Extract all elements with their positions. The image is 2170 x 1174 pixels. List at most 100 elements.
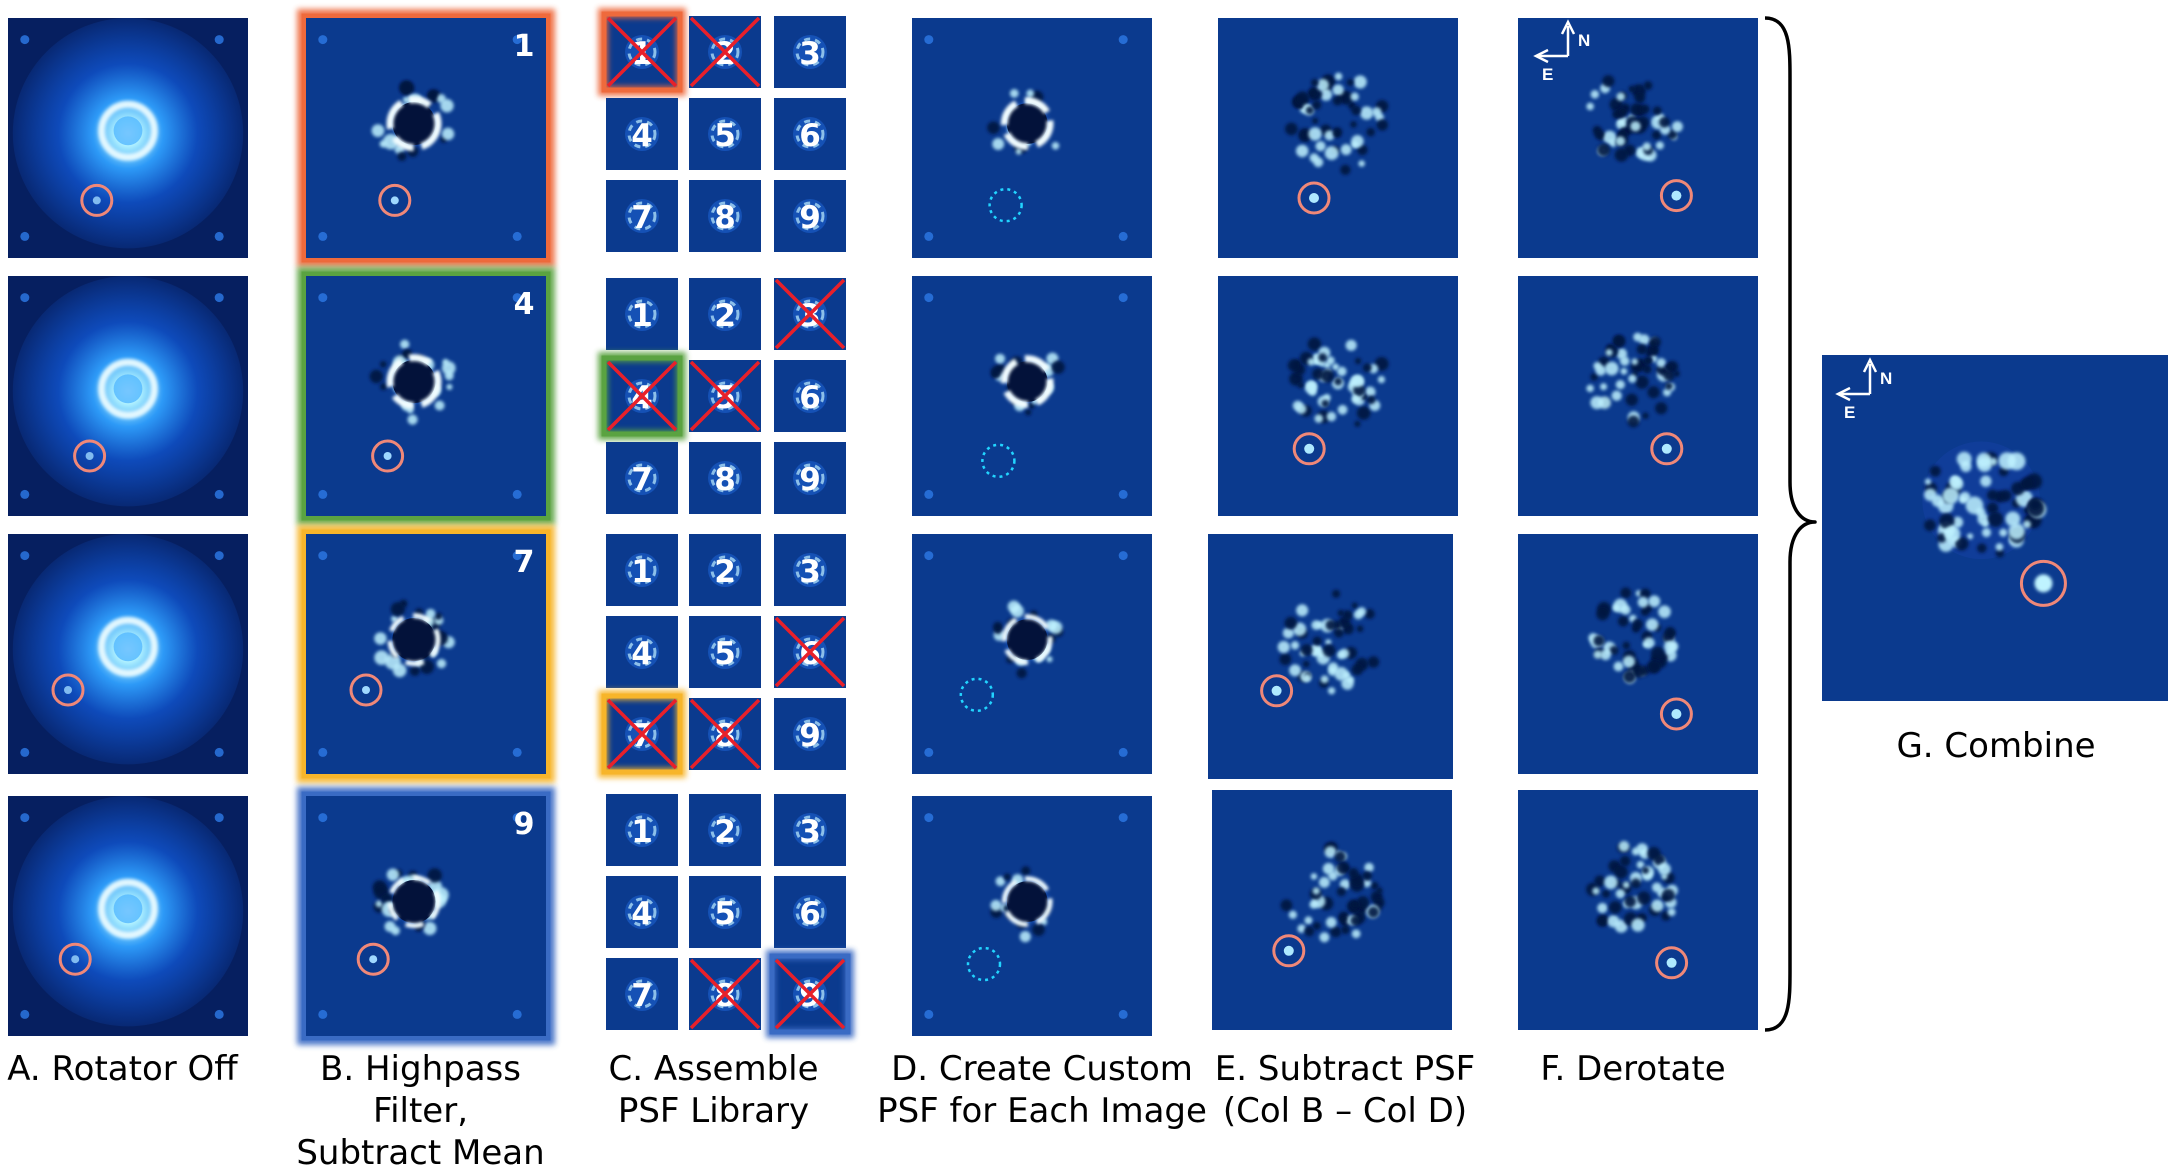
- speckle: [1376, 119, 1388, 131]
- speckle: [1590, 373, 1598, 381]
- panel-custom-psf-row-3: [912, 534, 1152, 774]
- speckle: [1021, 866, 1031, 876]
- tile-number-label: 6: [799, 896, 821, 932]
- residual-panel-bg: [1212, 790, 1452, 1030]
- speckle: [1339, 91, 1354, 105]
- tile-psf-ring: [710, 719, 740, 749]
- speckle: [1295, 91, 1310, 106]
- tile-psf-ring: [627, 463, 657, 493]
- speckle: [1019, 931, 1031, 943]
- derotated-panel-bg: [1518, 276, 1758, 516]
- speckle: [1620, 587, 1632, 599]
- speckle: [1364, 608, 1375, 619]
- companion-spot: [1283, 945, 1294, 956]
- speckle: [1924, 488, 1937, 502]
- predicted-companion-dashed-circle: [959, 677, 995, 713]
- panel-combined: NE: [1822, 355, 2168, 701]
- speckle: [1637, 596, 1649, 608]
- speckle: [1336, 861, 1350, 875]
- derotated-panel-bg: [1518, 790, 1758, 1030]
- speckle: [1297, 382, 1304, 389]
- speckle: [1951, 516, 1964, 528]
- speckle: [1959, 491, 1971, 503]
- psf-core-ring: [98, 878, 158, 939]
- tile-psf-ring: [627, 37, 657, 67]
- speckle: [1337, 404, 1348, 415]
- panel-residual-row-2: [1218, 276, 1458, 516]
- tile-number-label: 4: [631, 896, 653, 932]
- speckle: [1651, 899, 1664, 912]
- speckle: [1287, 359, 1301, 372]
- speckle: [1655, 402, 1668, 415]
- psf-library-tile-8: 8: [689, 698, 761, 770]
- fiducial-spot: [214, 1009, 224, 1019]
- speckle: [1309, 153, 1319, 163]
- speckle: [1944, 525, 1961, 542]
- speckle: [1987, 511, 2004, 527]
- speckle: [1663, 369, 1675, 381]
- panel-custom-psf-row-1: [912, 18, 1152, 258]
- companion-marker-circle: [80, 183, 114, 217]
- speckle: [1975, 507, 1986, 518]
- speckle: [1604, 875, 1618, 890]
- tile-psf-ring: [627, 119, 657, 149]
- speckle: [427, 868, 442, 883]
- psf-library-tile-4: 4: [606, 616, 678, 688]
- speckle: [1643, 357, 1651, 365]
- speckle: [1597, 916, 1607, 926]
- fiducial-spot: [20, 747, 30, 757]
- speckle: [1332, 84, 1344, 96]
- fiducial-spot: [512, 747, 522, 757]
- fiducial-spot: [318, 813, 328, 823]
- speckle: [1597, 143, 1611, 157]
- psf-bright-ring: [1000, 97, 1054, 150]
- psf-library-tile-2: 2: [689, 278, 761, 350]
- psf-dark-core: [1006, 361, 1048, 402]
- fiducial-spot: [318, 489, 328, 499]
- speckle: [1667, 908, 1676, 917]
- psf-library-tile-1: 1: [606, 278, 678, 350]
- fiducial-spot: [924, 35, 934, 45]
- speckle: [1605, 349, 1613, 356]
- compass-north-label: N: [1880, 369, 1892, 388]
- speckle: [1594, 129, 1604, 140]
- psf-dark-core: [392, 880, 436, 924]
- companion-spot: [369, 955, 378, 964]
- speckle: [1641, 866, 1650, 875]
- speckle: [1625, 393, 1638, 406]
- psf-library-tile-5: 5: [689, 876, 761, 948]
- psf-bright-ring: [387, 875, 441, 929]
- panel-custom-psf-row-2: [912, 276, 1152, 516]
- fiducial-spot: [1118, 231, 1128, 241]
- tile-psf-ring: [795, 979, 825, 1009]
- speckle: [1362, 878, 1372, 888]
- fiducial-spot: [318, 293, 328, 303]
- tile-psf-ring: [710, 979, 740, 1009]
- speckle: [374, 632, 387, 645]
- speckle: [1319, 932, 1330, 943]
- psf-core: [113, 894, 143, 924]
- speckle: [1350, 900, 1359, 909]
- speckle: [446, 383, 453, 390]
- panel-highpass-row-2: 4: [297, 267, 555, 525]
- speckle: [442, 358, 449, 366]
- speckle: [1593, 650, 1603, 659]
- speckle: [992, 137, 1005, 150]
- speckle: [399, 339, 410, 350]
- fiducial-spot: [20, 813, 30, 823]
- speckle: [409, 665, 420, 676]
- psf-library-group-2: 123456789: [598, 278, 846, 514]
- tile-psf-ring: [795, 201, 825, 231]
- speckle: [392, 663, 407, 678]
- speckle: [1342, 610, 1353, 621]
- frame-border: [301, 13, 551, 263]
- fiducial-spot: [214, 551, 224, 561]
- companion-marker-circle: [1650, 432, 1684, 466]
- panel-derotated-row-3: [1518, 534, 1758, 774]
- fiducial-spot: [318, 231, 328, 241]
- psf-core: [113, 632, 143, 662]
- tile-psf-ring: [627, 201, 657, 231]
- speckle: [1318, 876, 1330, 888]
- fiducial-spot: [214, 35, 224, 45]
- target-frame-border: [769, 953, 851, 1035]
